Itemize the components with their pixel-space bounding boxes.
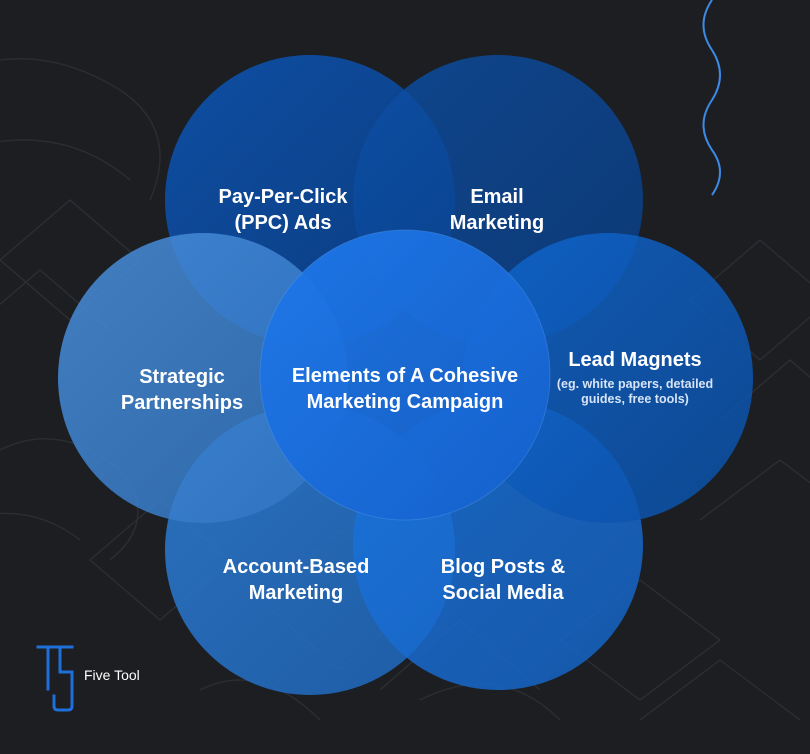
center-title: Elements of A Cohesive Marketing Campaig…	[292, 337, 518, 415]
petal-title: Strategic Partnerships	[120, 366, 244, 414]
logo-wordmark: Five Tool	[84, 667, 140, 683]
label-strategic-partnerships: Strategic Partnerships	[121, 338, 243, 416]
circle-center	[259, 229, 551, 521]
five-tool-logo-icon	[36, 645, 74, 712]
petal-title: Lead Magnets	[568, 349, 702, 371]
center-title-text: Elements of A Cohesive Marketing Campaig…	[291, 365, 519, 413]
petal-subtitle: (eg. white papers, detailed guides, free…	[556, 377, 714, 406]
label-email: Email Marketing	[450, 158, 544, 236]
petal-title: Pay-Per-Click (PPC) Ads	[218, 186, 348, 234]
label-blog-social: Blog Posts & Social Media	[441, 528, 565, 606]
wavy-line-decoration	[702, 0, 721, 196]
circle-lead	[463, 233, 753, 523]
label-lead-magnets: Lead Magnets (eg. white papers, detailed…	[557, 321, 713, 433]
petal-title: Account-Based Marketing	[222, 556, 370, 604]
label-account-based: Account-Based Marketing	[223, 528, 370, 606]
five-tool-logo: Five Tool	[36, 644, 156, 714]
circle-partner	[58, 233, 348, 523]
petal-title: Email Marketing	[449, 186, 545, 234]
petal-title: Blog Posts & Social Media	[440, 556, 566, 604]
label-ppc: Pay-Per-Click (PPC) Ads	[219, 158, 348, 236]
